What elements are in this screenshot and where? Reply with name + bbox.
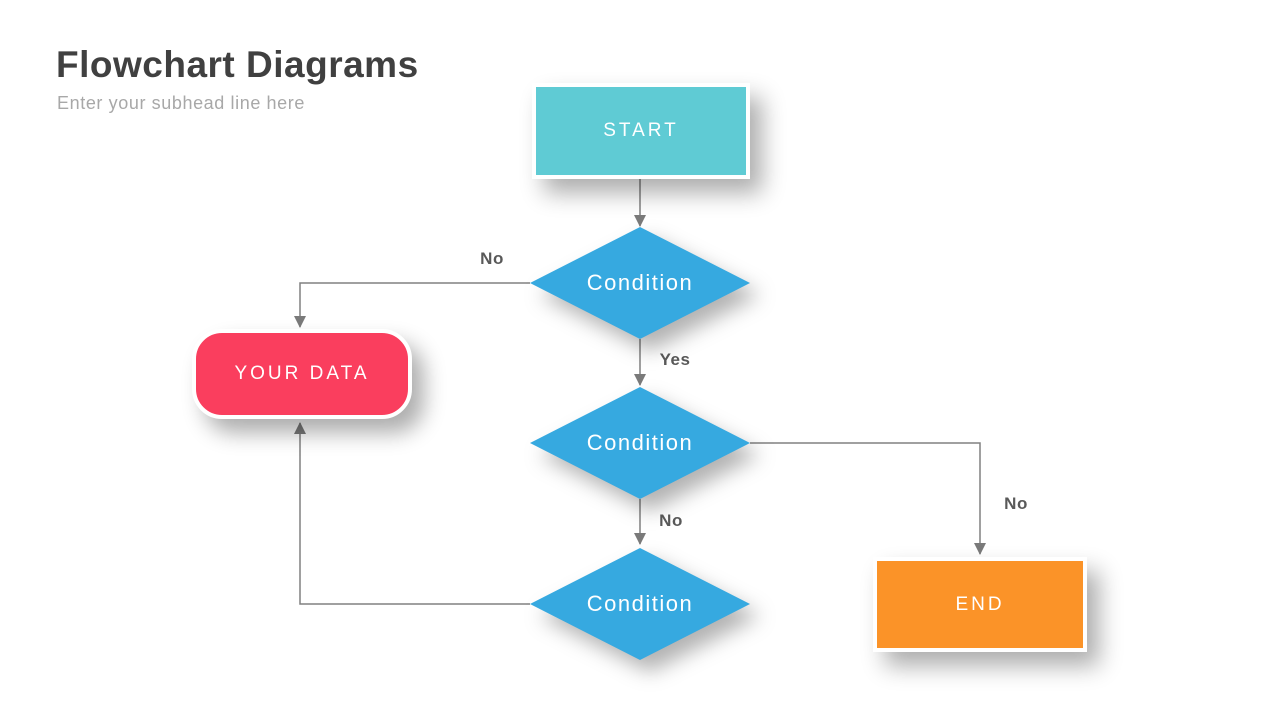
edge-label-yes: Yes (659, 350, 691, 369)
node-condition3-shape: Condition (530, 548, 750, 660)
node-condition3-label: Condition (586, 591, 694, 616)
edge-condition1-to-your-data (294, 282, 530, 328)
page-subtitle: Enter your subhead line here (57, 93, 305, 113)
edge-label-no-2: No (1004, 494, 1028, 513)
node-condition2-shape: Condition (530, 387, 750, 499)
node-end-label: END (955, 593, 1005, 615)
node-condition1-shape: Condition (530, 227, 750, 339)
edge-label-no-3: No (659, 511, 683, 530)
edge-label-no-1: No (480, 249, 504, 268)
node-end: END (873, 557, 1087, 652)
node-condition3: Condition (530, 548, 750, 660)
edge-condition2-to-end (750, 442, 986, 555)
node-your-data-label: YOUR DATA (234, 363, 370, 384)
node-condition2: Condition (530, 387, 750, 499)
node-condition2-label: Condition (586, 430, 694, 455)
node-condition1: Condition (530, 227, 750, 339)
node-start: START (532, 83, 750, 179)
page-title: Flowchart Diagrams (56, 44, 419, 85)
edge-condition3-to-your-data (294, 422, 530, 605)
node-start-label: START (603, 120, 679, 141)
node-condition1-label: Condition (586, 270, 694, 295)
node-your-data: YOUR DATA (192, 329, 412, 419)
